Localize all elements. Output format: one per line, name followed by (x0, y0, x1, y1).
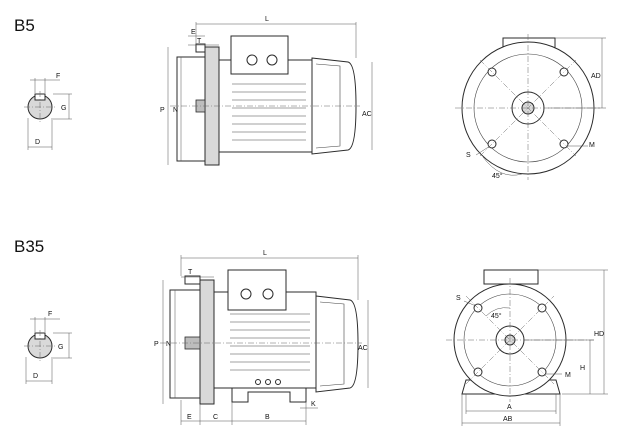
b5-side-t-label: T (197, 38, 202, 45)
b35-front-s-label: S (456, 295, 461, 302)
b35-cooling-fins (230, 313, 310, 371)
b5-side-l-label: L (265, 16, 269, 23)
b5-front-angle-label: 45° (492, 172, 503, 180)
b35-front-a-label: A (507, 404, 512, 411)
b5-shaft-section: F G D (24, 73, 72, 150)
b5-front-ad-label: AD (591, 73, 601, 80)
b35-side-view: L T P N AC K E C B (154, 250, 369, 425)
b5-side-view: L E T P N AC (160, 16, 373, 166)
b35-side-e-label: E (187, 414, 192, 421)
b5-cooling-fins (232, 83, 306, 141)
b35-front-h-label: H (580, 365, 585, 372)
b35-side-b-label: B (265, 414, 270, 421)
b5-shaft-d-label: D (35, 139, 40, 146)
b35-front-view: S 45° HD H M A AB (446, 269, 608, 426)
b5-shaft-f-label: F (56, 73, 60, 80)
b35-side-t-label: T (188, 269, 193, 276)
b5-shaft-g-label: G (61, 105, 66, 112)
b35-side-ac-label: AC (358, 345, 368, 352)
b35-front-m-label: M (565, 372, 571, 379)
b35-shaft-g-label: G (58, 344, 63, 351)
b5-side-e-label: E (191, 29, 196, 36)
b5-front-m-label: M (589, 142, 595, 149)
b35-front-angle-label: 45° (491, 312, 502, 320)
b35-side-p-label: P (154, 341, 159, 348)
b35-side-l-label: L (263, 250, 267, 257)
b5-front-view: AD M S 45° (455, 34, 606, 180)
b5-front-s-label: S (466, 152, 471, 159)
b35-shaft-section: F G D (24, 311, 72, 384)
b35-side-c-label: C (213, 414, 218, 421)
b35-shaft-d-label: D (33, 373, 38, 380)
b5-side-n-label: N (173, 107, 178, 114)
b35-title: B35 (14, 237, 44, 256)
b35-front-hd-label: HD (594, 331, 604, 338)
b5-side-p-label: P (160, 107, 165, 114)
b35-front-ab-label: AB (503, 416, 513, 423)
b5-side-ac-label: AC (362, 111, 372, 118)
b35-shaft-f-label: F (48, 311, 52, 318)
b35-side-k-label: K (311, 401, 316, 408)
b5-title: B5 (14, 16, 35, 35)
b35-side-n-label: N (166, 341, 171, 348)
